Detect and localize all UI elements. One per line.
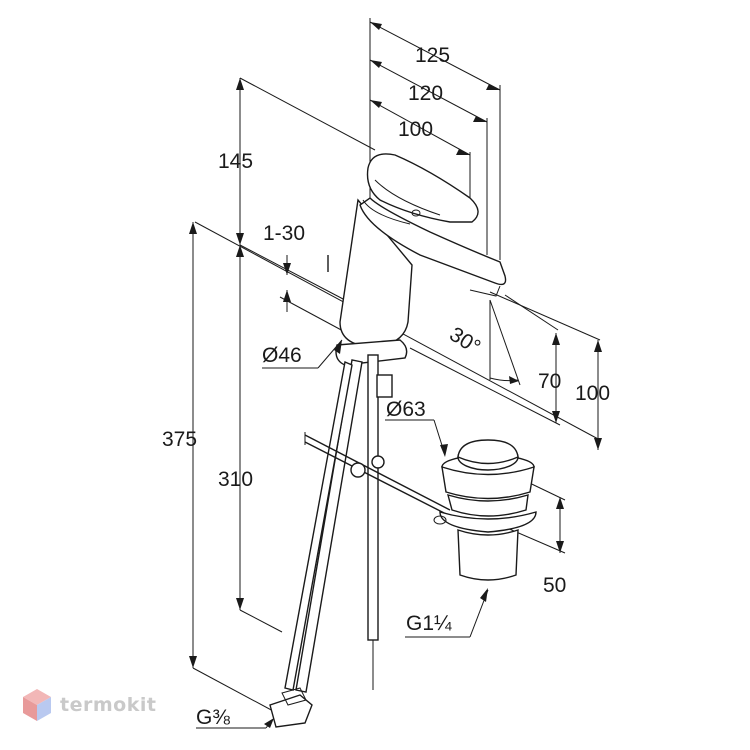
dim-50: 50 — [543, 574, 566, 597]
dim-46: Ø46 — [262, 344, 302, 367]
faucet — [269, 153, 507, 728]
dim-145: 145 — [218, 150, 253, 173]
dim-100-top: 100 — [398, 118, 433, 141]
hexagon-cube-icon — [23, 689, 51, 721]
dim-125: 125 — [415, 44, 450, 67]
brand-watermark: termokit — [22, 688, 156, 722]
dim-70: 70 — [538, 370, 561, 393]
dim-g3-8: G⅜ — [196, 706, 230, 729]
drain-valve — [433, 439, 537, 581]
width-dimensions — [369, 18, 501, 290]
leader-lines — [196, 339, 489, 729]
dim-100-right: 100 — [575, 382, 610, 405]
dim-310: 310 — [218, 468, 253, 491]
dim-63: Ø63 — [386, 398, 426, 421]
dim-120: 120 — [408, 82, 443, 105]
dim-375: 375 — [162, 428, 197, 451]
dim-g1-14: G1¼ — [406, 612, 452, 635]
brand-name: termokit — [60, 694, 157, 716]
right-dimensions — [409, 291, 602, 554]
dim-1-30: 1-30 — [263, 222, 305, 245]
dim-30-deg: 30° — [445, 323, 484, 359]
